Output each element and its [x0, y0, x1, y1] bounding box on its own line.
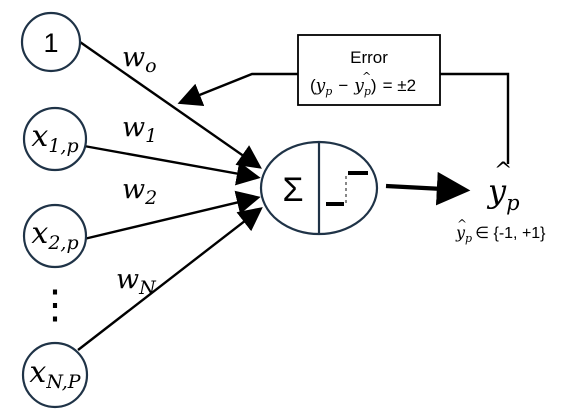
xN-base: x [29, 355, 46, 390]
bias-value: 1 [43, 28, 58, 58]
feedback-line-left [177, 72, 298, 107]
sum-symbol: Σ [282, 171, 303, 209]
svg-text:^: ^ [457, 217, 467, 231]
edge-xN [77, 207, 263, 351]
svg-text:yp: yp [486, 172, 520, 215]
x1-subscript: 1,p [48, 135, 78, 157]
feedback-line-right [440, 72, 510, 164]
output-hat: ^ [494, 159, 512, 184]
edge-bias [79, 41, 262, 169]
svg-text:yp∈ {-1, +1}: yp∈ {-1, +1} [455, 223, 546, 245]
weight-w0: wo [122, 42, 157, 77]
output-subscript: p [506, 191, 519, 215]
input-node-x1: x1,p [22, 106, 88, 172]
x2-base: x [31, 216, 48, 251]
x2-subscript: 2,p [47, 232, 78, 254]
weight-w2: w2 [122, 174, 157, 209]
output-base: y [486, 172, 507, 210]
error-hat: ^ [362, 70, 371, 83]
error-box: Error (yp−yp)= ±2 ^ [297, 34, 441, 106]
svg-text:x2,p: x2,p [31, 216, 78, 254]
output-arrow [385, 171, 471, 206]
svg-text:xN,P: xN,P [29, 355, 81, 393]
svg-text:x1,p: x1,p [31, 119, 78, 157]
x1-base: x [31, 119, 48, 154]
neuron: Σ [259, 140, 379, 236]
output-range: yp∈ {-1, +1} ^ [455, 217, 546, 245]
input-node-bias: 1 [20, 11, 82, 73]
weight-wN: wN [116, 264, 157, 299]
weight-w1: w1 [122, 112, 157, 147]
xN-subscript: N,P [45, 371, 81, 393]
error-title: Error [350, 48, 388, 67]
output-label: yp ^ [486, 159, 520, 215]
edge-x2 [83, 190, 261, 241]
input-node-x2: x2,p [22, 203, 88, 269]
error-formula: (yp−yp)= ±2 [310, 76, 416, 98]
input-node-xN: xN,P [21, 341, 89, 409]
edge-x1 [83, 144, 261, 186]
input-ellipsis: ⋮ [35, 283, 75, 327]
step-function-icon [326, 171, 368, 206]
